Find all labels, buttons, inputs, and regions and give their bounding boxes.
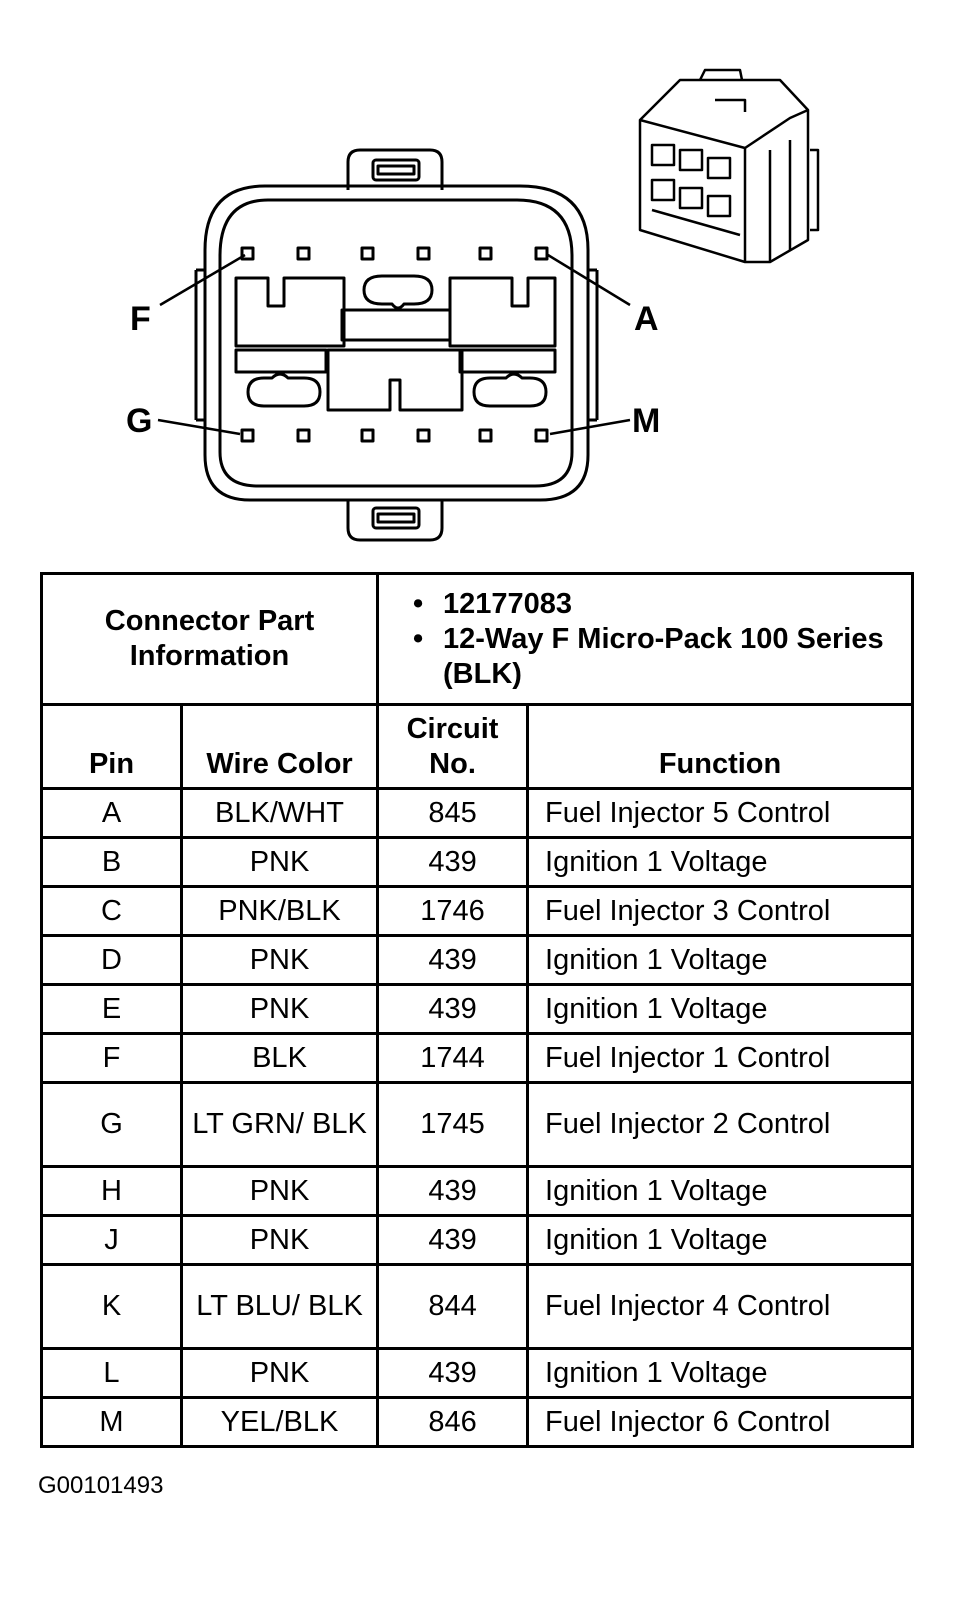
pin-cell: E <box>40 983 183 1035</box>
wire-color-cell: PNK <box>179 1165 380 1217</box>
top-latch <box>346 148 444 190</box>
bottom-latch <box>346 500 444 542</box>
pin-cell: A <box>40 787 183 839</box>
pin-cell: F <box>40 1032 183 1084</box>
part-info-row: Connector Part Information 12177083 12-W… <box>39 572 915 706</box>
col-header-wire-color: Wire Color <box>179 703 380 790</box>
pin-cell: K <box>40 1263 183 1350</box>
table-row: G LT GRN/ BLK 1745 Fuel Injector 2 Contr… <box>40 1081 915 1168</box>
pin-cavity-row-bottom <box>240 428 549 443</box>
circuit-cell: 845 <box>376 787 530 839</box>
connector-inner-wall <box>218 198 574 488</box>
table-row: J PNK 439 Ignition 1 Voltage <box>40 1214 915 1266</box>
part-number: 12177083 <box>413 587 903 622</box>
pin-cell: M <box>40 1396 183 1448</box>
wire-color-cell: YEL/BLK <box>179 1396 380 1448</box>
wire-color-cell: PNK <box>179 983 380 1035</box>
function-cell: Ignition 1 Voltage <box>526 1214 915 1266</box>
circuit-cell: 1745 <box>376 1081 530 1168</box>
table-row: F BLK 1744 Fuel Injector 1 Control <box>40 1032 915 1084</box>
function-cell: Fuel Injector 5 Control <box>526 787 915 839</box>
pin-cell: H <box>40 1165 183 1217</box>
function-cell: Ignition 1 Voltage <box>526 983 915 1035</box>
function-cell: Fuel Injector 4 Control <box>526 1263 915 1350</box>
part-info-heading: Connector Part Information <box>39 572 380 706</box>
figure-id: G00101493 <box>38 1472 164 1499</box>
table-row: K LT BLU/ BLK 844 Fuel Injector 4 Contro… <box>40 1263 915 1350</box>
connector-3d-view <box>638 68 820 264</box>
pin-cell: C <box>40 885 183 937</box>
wire-color-cell: LT GRN/ BLK <box>179 1081 380 1168</box>
circuit-cell: 439 <box>376 1214 530 1266</box>
function-cell: Ignition 1 Voltage <box>526 1165 915 1217</box>
circuit-cell: 1744 <box>376 1032 530 1084</box>
function-cell: Fuel Injector 3 Control <box>526 885 915 937</box>
table-row: E PNK 439 Ignition 1 Voltage <box>40 983 915 1035</box>
part-info-list: 12177083 12-Way F Micro-Pack 100 Series … <box>387 587 903 692</box>
pin-label-a: A <box>634 300 659 338</box>
pin-label-m: M <box>632 402 660 440</box>
connector-diagram: F A G M <box>126 68 820 542</box>
col-header-circuit: Circuit No. <box>376 703 530 790</box>
table-row: C PNK/BLK 1746 Fuel Injector 3 Control <box>40 885 915 937</box>
pin-cell: L <box>40 1347 183 1399</box>
pin-cell: G <box>40 1081 183 1168</box>
wire-color-cell: PNK <box>179 836 380 888</box>
circuit-cell: 439 <box>376 836 530 888</box>
circuit-cell: 439 <box>376 1165 530 1217</box>
pin-cavity-row-top <box>240 246 549 261</box>
wire-color-cell: PNK/BLK <box>179 885 380 937</box>
col-header-pin: Pin <box>40 703 183 790</box>
function-cell: Ignition 1 Voltage <box>526 934 915 986</box>
function-cell: Fuel Injector 6 Control <box>526 1396 915 1448</box>
lower-keying <box>234 348 557 412</box>
pin-leader-lines <box>157 253 631 436</box>
table-row: A BLK/WHT 845 Fuel Injector 5 Control <box>40 787 915 839</box>
pin-cell: J <box>40 1214 183 1266</box>
wire-color-cell: PNK <box>179 1347 380 1399</box>
table-row: M YEL/BLK 846 Fuel Injector 6 Control <box>40 1396 915 1448</box>
pin-cell: D <box>40 934 183 986</box>
table-row: B PNK 439 Ignition 1 Voltage <box>40 836 915 888</box>
wire-color-cell: PNK <box>179 934 380 986</box>
upper-keying <box>234 274 557 348</box>
circuit-cell: 439 <box>376 1347 530 1399</box>
column-header-row: Pin Wire Color Circuit No. Function <box>40 703 915 790</box>
function-cell: Ignition 1 Voltage <box>526 836 915 888</box>
pin-label-f: F <box>130 300 151 338</box>
part-info-values: 12177083 12-Way F Micro-Pack 100 Series … <box>376 572 915 706</box>
circuit-cell: 846 <box>376 1396 530 1448</box>
function-cell: Fuel Injector 2 Control <box>526 1081 915 1168</box>
table-row: L PNK 439 Ignition 1 Voltage <box>40 1347 915 1399</box>
circuit-cell: 439 <box>376 934 530 986</box>
function-cell: Fuel Injector 1 Control <box>526 1032 915 1084</box>
wire-color-cell: BLK/WHT <box>179 787 380 839</box>
pinout-table: Connector Part Information 12177083 12-W… <box>39 572 915 1448</box>
wire-color-cell: LT BLU/ BLK <box>179 1263 380 1350</box>
wire-color-cell: BLK <box>179 1032 380 1084</box>
pin-label-g: G <box>126 402 152 440</box>
circuit-cell: 439 <box>376 983 530 1035</box>
pin-cell: B <box>40 836 183 888</box>
connector-description: 12-Way F Micro-Pack 100 Series (BLK) <box>413 622 903 692</box>
connector-housing <box>203 184 590 502</box>
function-cell: Ignition 1 Voltage <box>526 1347 915 1399</box>
col-header-function: Function <box>526 703 915 790</box>
circuit-cell: 1746 <box>376 885 530 937</box>
table-row: H PNK 439 Ignition 1 Voltage <box>40 1165 915 1217</box>
table-row: D PNK 439 Ignition 1 Voltage <box>40 934 915 986</box>
wire-color-cell: PNK <box>179 1214 380 1266</box>
circuit-cell: 844 <box>376 1263 530 1350</box>
